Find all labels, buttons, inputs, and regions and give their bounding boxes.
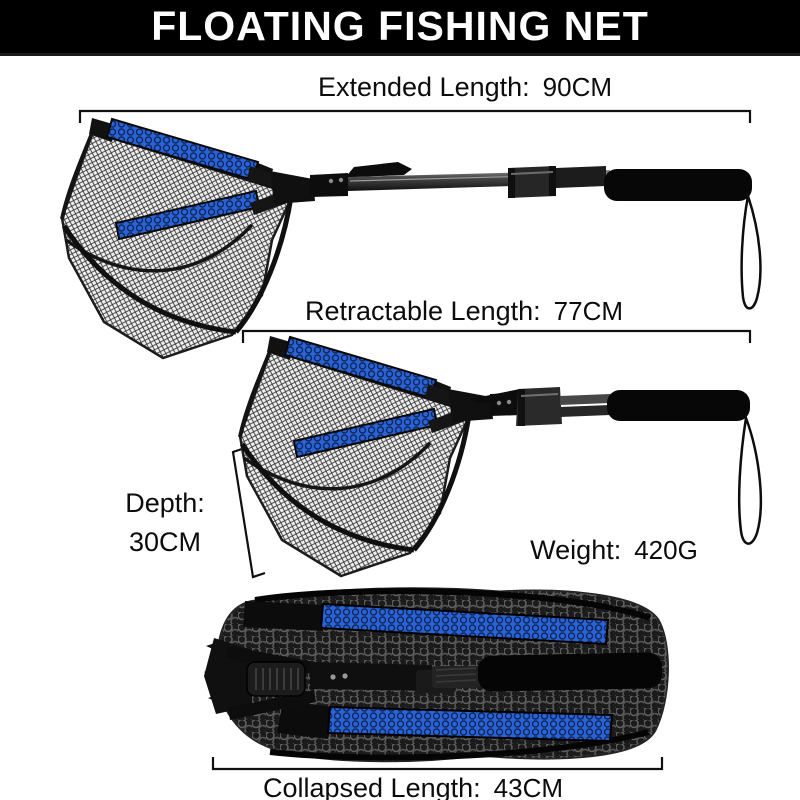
screw [506, 399, 512, 405]
screw [328, 178, 334, 184]
collapsed-length-spec: Collapsed Length: 43CM [113, 772, 713, 800]
retracted-pole [470, 387, 763, 545]
extended-length-spec: Extended Length: 90CM [130, 71, 800, 103]
rail-wrap [243, 601, 325, 631]
pole-clip [344, 162, 412, 179]
rail-wrap [277, 701, 334, 739]
blue-rail-bottom-hex [328, 707, 612, 741]
screw [496, 400, 502, 406]
depth-label: Depth: [125, 488, 205, 518]
screw [338, 177, 344, 183]
ferrule-collar [516, 387, 562, 426]
collar-ring [549, 166, 556, 196]
retracted-net-figure [240, 336, 763, 576]
pole-block [310, 662, 432, 691]
retractable-length-spec: Retractable Length: 77CM [130, 295, 798, 327]
retractable-length-value: 77CM [553, 296, 624, 326]
folded-pole [310, 652, 663, 693]
extended-length-label: Extended Length: [317, 72, 530, 102]
wrist-strap [737, 413, 763, 545]
wrist-strap [740, 191, 762, 310]
inner-tube [560, 405, 610, 417]
fold-mechanism [204, 638, 316, 720]
carbon-section [432, 666, 480, 688]
blue-rail-top-hex [321, 604, 608, 644]
foam-handle [604, 169, 752, 201]
depth-spec: Depth: 30CM [95, 488, 235, 557]
collapsed-net-figure [204, 587, 669, 763]
extended-net-figure [62, 118, 762, 358]
weight-value: 420G [634, 535, 698, 565]
grip-ribs [255, 668, 299, 690]
pole-link [310, 173, 348, 197]
mechanism-arm [228, 690, 316, 720]
extended-length-bracket [78, 109, 752, 123]
depth-value: 30CM [128, 527, 202, 557]
carbon-stripes [435, 667, 477, 683]
collar-ring [518, 389, 525, 426]
banner-title: FLOATING FISHING NET [151, 3, 649, 49]
screw [342, 673, 348, 679]
screw [330, 674, 336, 680]
collapsed-length-bracket [211, 757, 664, 771]
pole-clip [470, 389, 533, 404]
retractable-length-bracket [241, 329, 752, 343]
collapsed-length-label: Collapsed Length: [262, 773, 481, 800]
collar-highlight [520, 393, 559, 397]
retractable-length-label: Retractable Length: [304, 296, 541, 326]
collapsed-length-value: 43CM [493, 773, 564, 800]
banner: FLOATING FISHING NET [0, 0, 800, 56]
weight-label: Weight: [530, 535, 622, 565]
pole-butt-section [556, 166, 606, 188]
extended-pole [310, 162, 762, 310]
ferrule-collar [508, 166, 556, 198]
foam-handle [607, 390, 750, 421]
collar-highlight [510, 171, 554, 175]
extended-length-value: 90CM [542, 72, 613, 102]
inner-tube [560, 394, 610, 405]
bundle-top-rim [254, 588, 651, 621]
weight-spec: Weight: 420G [464, 534, 764, 566]
depth-bracket [231, 446, 266, 579]
foam-handle [477, 652, 663, 692]
collar-ring [508, 168, 515, 198]
